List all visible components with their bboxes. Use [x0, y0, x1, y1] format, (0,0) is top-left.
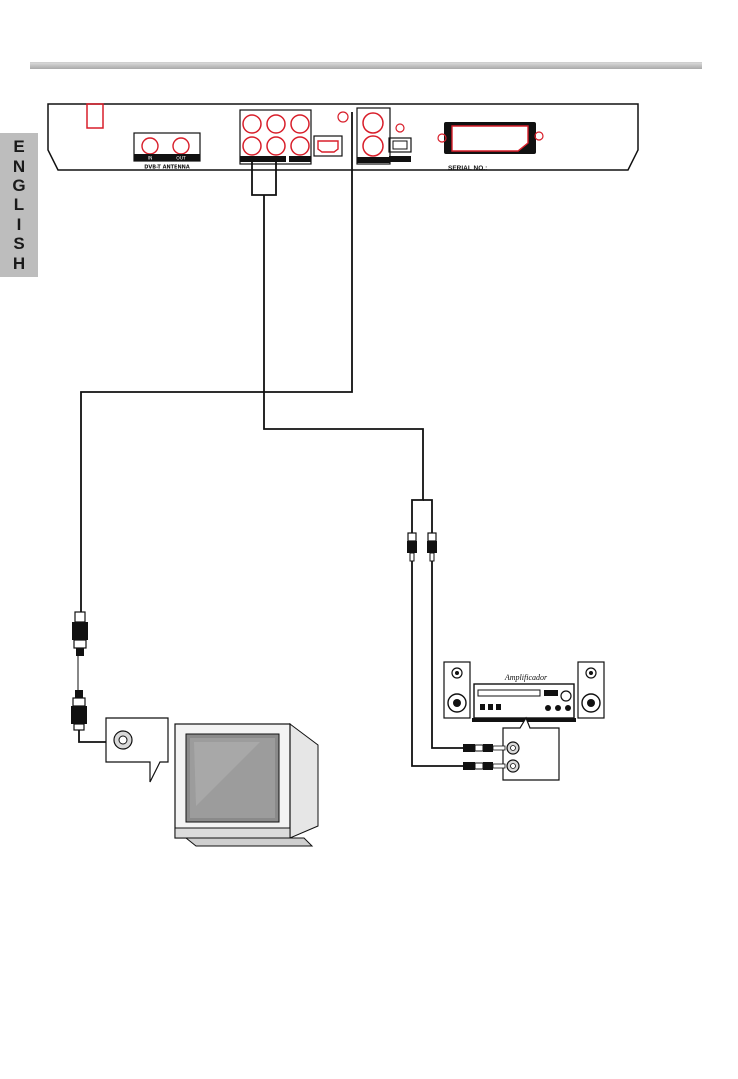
amplifier-unit: Amplificador [472, 673, 576, 722]
scart-connector [438, 122, 543, 154]
rca-plug-left [407, 533, 417, 561]
dvd-rear-panel: IN OUT DVB-T ANTENNA [48, 104, 638, 172]
rca-plug-right [427, 533, 437, 561]
amplifier-label: Amplificador [504, 673, 548, 682]
antenna-out-label: OUT [176, 156, 186, 162]
amplifier-system: Amplificador [444, 662, 604, 780]
audio-cable [252, 162, 463, 766]
rca-plug-amp-lower [463, 762, 505, 770]
rf-plug-lower [71, 690, 87, 730]
antenna-label: DVB-T ANTENNA [144, 165, 190, 171]
antenna-in-label: IN [148, 156, 153, 162]
serial-number-label: SERIAL NO.: [448, 165, 487, 172]
rf-plug-upper [72, 612, 88, 656]
amplifier-input-callout [503, 718, 559, 780]
right-speaker [578, 662, 604, 718]
rf-cable [78, 112, 352, 742]
television [175, 724, 318, 846]
tv-antenna-callout [106, 718, 168, 782]
left-speaker [444, 662, 470, 718]
rca-plug-amp-upper [463, 744, 505, 752]
